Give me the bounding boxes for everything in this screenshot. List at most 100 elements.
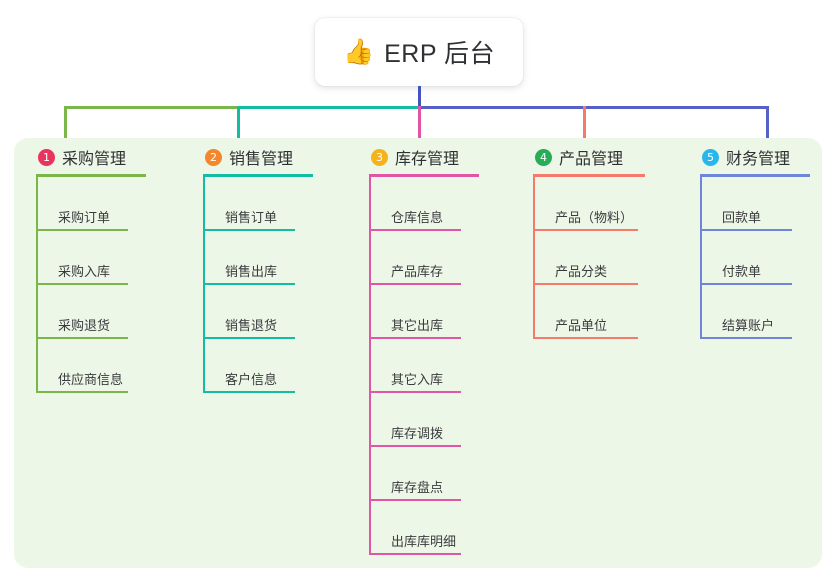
branch-header-4[interactable]: 4 产品管理 — [533, 146, 645, 168]
connector-drop-1 — [64, 106, 67, 140]
diagram-panel — [14, 138, 822, 568]
connector-drop-3 — [418, 106, 421, 140]
root-node-content: 👍 ERP 后台 — [343, 34, 495, 70]
branch-number-badge: 5 — [702, 148, 719, 166]
branch-title: 产品管理 — [559, 151, 624, 168]
branch-title: 财务管理 — [726, 151, 791, 168]
branch-header-3[interactable]: 3 库存管理 — [369, 146, 479, 168]
leaf-item[interactable]: 销售出库 — [203, 231, 313, 285]
leaf-item[interactable]: 结算账户 — [700, 285, 810, 339]
branch-leaf-list: 销售订单销售出库销售退货客户信息 — [203, 177, 313, 393]
leaf-underline — [203, 391, 295, 393]
leaf-underline — [203, 337, 295, 339]
leaf-label: 供应商信息 — [58, 372, 124, 387]
branch-column-1: 1 采购管理采购订单采购入库采购退货供应商信息 — [36, 146, 146, 393]
branch-spine — [533, 177, 535, 339]
leaf-label: 销售订单 — [225, 210, 278, 225]
leaf-item[interactable]: 出库库明细 — [369, 501, 479, 555]
leaf-underline — [533, 337, 638, 339]
branch-spine — [369, 177, 371, 555]
leaf-underline — [203, 283, 295, 285]
branch-leaf-list: 回款单付款单结算账户 — [700, 177, 810, 339]
leaf-item[interactable]: 采购订单 — [36, 177, 146, 231]
leaf-item[interactable]: 其它入库 — [369, 339, 479, 393]
branch-title: 库存管理 — [395, 151, 460, 168]
leaf-item[interactable]: 付款单 — [700, 231, 810, 285]
leaf-label: 采购入库 — [58, 264, 111, 279]
leaf-label: 采购退货 — [58, 318, 111, 333]
branch-number-badge: 4 — [535, 148, 552, 166]
leaf-item[interactable]: 库存调拨 — [369, 393, 479, 447]
leaf-underline — [36, 229, 128, 231]
leaf-item[interactable]: 产品分类 — [533, 231, 645, 285]
connector-drop-2 — [237, 106, 240, 140]
branch-number-badge: 3 — [371, 148, 388, 166]
root-node-card[interactable]: 👍 ERP 后台 — [315, 18, 523, 86]
branch-spine — [36, 177, 38, 393]
branch-header-underline — [533, 174, 645, 177]
leaf-label: 产品单位 — [555, 318, 608, 333]
leaf-item[interactable]: 采购入库 — [36, 231, 146, 285]
leaf-label: 其它入库 — [391, 372, 444, 387]
connector-bus-segment-3 — [418, 106, 768, 109]
leaf-underline — [369, 283, 461, 285]
branch-column-4: 4 产品管理产品（物料） 产品分类产品单位 — [533, 146, 645, 339]
branch-spine — [203, 177, 205, 393]
leaf-label: 采购订单 — [58, 210, 111, 225]
branch-column-3: 3 库存管理仓库信息产品库存其它出库其它入库库存调拨库存盘点出库库明细 — [369, 146, 479, 555]
leaf-label: 仓库信息 — [391, 210, 444, 225]
leaf-label: 库存盘点 — [391, 480, 444, 495]
leaf-label: 其它出库 — [391, 318, 444, 333]
branch-number-badge: 2 — [205, 148, 222, 166]
leaf-underline — [369, 499, 461, 501]
leaf-underline — [369, 229, 461, 231]
branch-header-underline — [700, 174, 810, 177]
leaf-label: 结算账户 — [722, 318, 775, 333]
connector-drop-4 — [583, 106, 586, 140]
leaf-underline — [369, 445, 461, 447]
leaf-item[interactable]: 产品库存 — [369, 231, 479, 285]
leaf-label: 回款单 — [722, 210, 762, 225]
leaf-label: 库存调拨 — [391, 426, 444, 441]
connector-bus-segment-1 — [64, 106, 237, 109]
leaf-item[interactable]: 其它出库 — [369, 285, 479, 339]
leaf-label: 销售出库 — [225, 264, 278, 279]
leaf-item[interactable]: 仓库信息 — [369, 177, 479, 231]
leaf-underline — [700, 283, 792, 285]
branch-header-1[interactable]: 1 采购管理 — [36, 146, 146, 168]
leaf-underline — [700, 337, 792, 339]
branch-title: 采购管理 — [62, 151, 127, 168]
root-node-title: ERP 后台 — [384, 40, 496, 68]
leaf-label: 销售退货 — [225, 318, 278, 333]
leaf-label: 产品分类 — [555, 264, 608, 279]
connector-bus-segment-2 — [237, 106, 418, 109]
leaf-item[interactable]: 采购退货 — [36, 285, 146, 339]
leaf-label: 付款单 — [722, 264, 762, 279]
branch-header-5[interactable]: 5 财务管理 — [700, 146, 810, 168]
leaf-underline — [369, 553, 461, 555]
branch-number-badge: 1 — [38, 148, 55, 166]
leaf-item[interactable]: 销售退货 — [203, 285, 313, 339]
leaf-underline — [36, 337, 128, 339]
branch-spine — [700, 177, 702, 339]
leaf-underline — [369, 337, 461, 339]
leaf-item[interactable]: 回款单 — [700, 177, 810, 231]
leaf-label: 产品（物料） — [555, 210, 634, 225]
leaf-item[interactable]: 产品（物料） — [533, 177, 645, 231]
leaf-underline — [369, 391, 461, 393]
root-connector-drop — [418, 86, 421, 106]
branch-header-underline — [36, 174, 146, 177]
leaf-item[interactable]: 销售订单 — [203, 177, 313, 231]
leaf-item[interactable]: 客户信息 — [203, 339, 313, 393]
leaf-underline — [36, 391, 128, 393]
leaf-label: 客户信息 — [225, 372, 278, 387]
connector-drop-5 — [766, 106, 769, 140]
leaf-label: 产品库存 — [391, 264, 444, 279]
leaf-item[interactable]: 产品单位 — [533, 285, 645, 339]
leaf-item[interactable]: 库存盘点 — [369, 447, 479, 501]
leaf-item[interactable]: 供应商信息 — [36, 339, 146, 393]
leaf-label: 出库库明细 — [391, 534, 457, 549]
leaf-underline — [203, 229, 295, 231]
